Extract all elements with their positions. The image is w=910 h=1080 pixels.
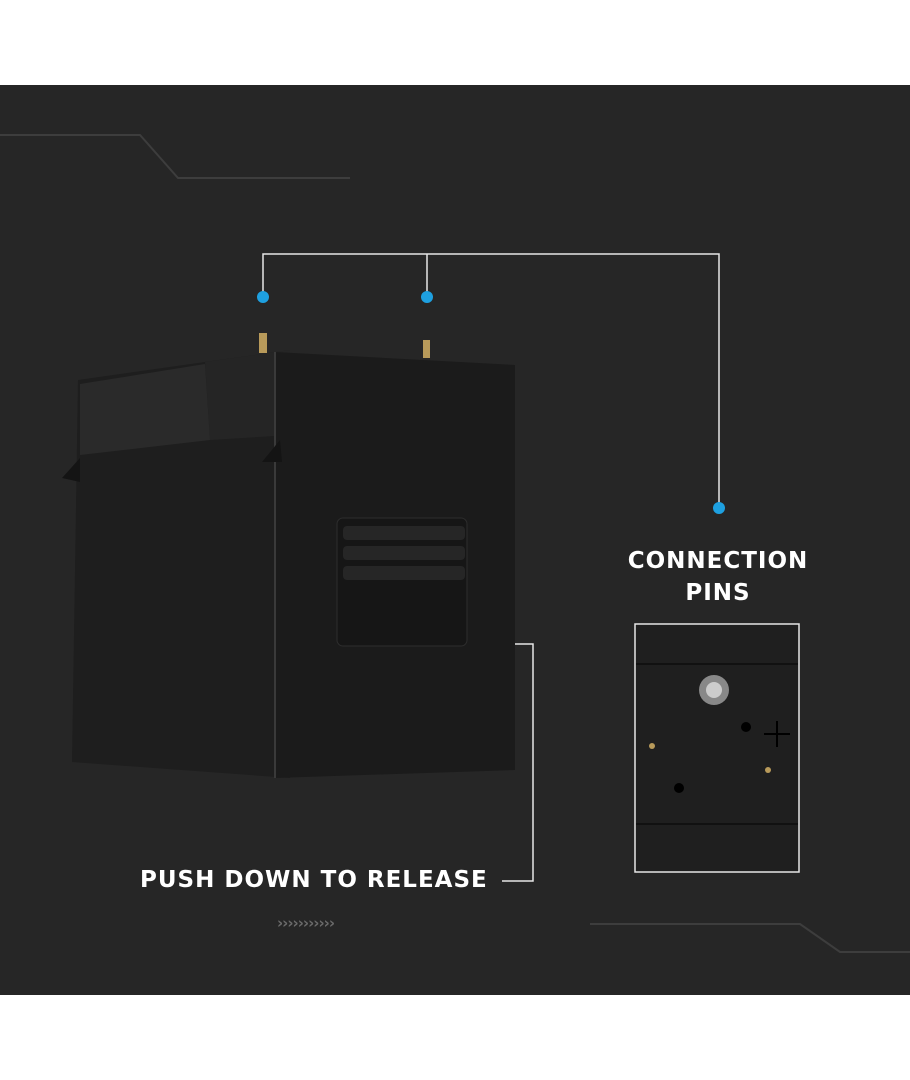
pins-detail-inset: [634, 623, 800, 873]
connector-box: [62, 333, 515, 778]
pins-label-dot: [713, 502, 725, 514]
pins-callout-line: [262, 253, 720, 508]
decor-line-top: [0, 134, 350, 179]
label-line-2: PINS: [685, 580, 751, 606]
connection-pins-label: CONNECTION PINS: [626, 545, 810, 609]
label-line-1: CONNECTION: [627, 548, 809, 574]
push-down-label: PUSH DOWN TO RELEASE: [140, 867, 488, 893]
chevron-arrows-icon: ›››››››››››: [277, 914, 335, 932]
decor-line-bottom: [590, 923, 910, 953]
pin-dot-right: [421, 291, 433, 303]
pin-dot-left: [257, 291, 269, 303]
